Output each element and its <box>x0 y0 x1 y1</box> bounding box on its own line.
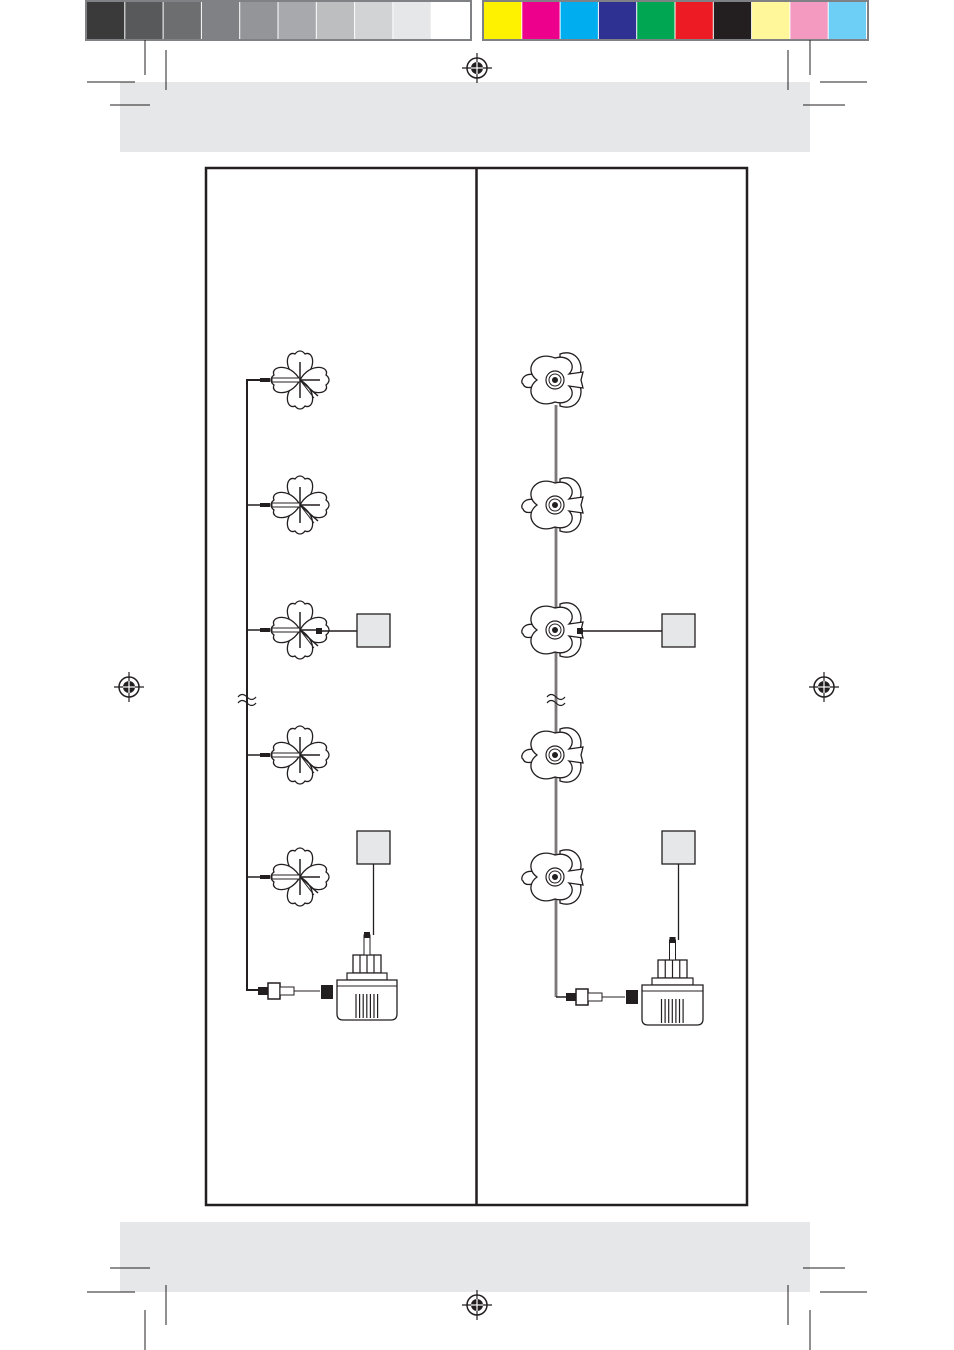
clover-light-icon <box>260 475 330 535</box>
solar-panel-box <box>661 613 696 648</box>
gray-patch <box>163 2 201 39</box>
gray-patch <box>125 2 163 39</box>
flower-light-chain-diagram <box>521 352 704 1026</box>
color-patch <box>790 2 828 39</box>
gray-patch <box>316 2 355 39</box>
gray-patch <box>240 2 278 39</box>
clover-light-icon <box>260 350 330 410</box>
color-patch <box>484 2 522 39</box>
transformer-unit <box>321 932 398 1021</box>
flower-light-icon <box>521 352 584 408</box>
header-band <box>120 82 810 152</box>
cable-break-symbol <box>546 693 566 707</box>
sensor-connector <box>577 628 583 634</box>
solar-panel-box <box>661 830 696 865</box>
clover-light-chain-diagram <box>237 350 398 1021</box>
clover-light-icon <box>260 847 330 907</box>
gray-patch <box>87 2 125 39</box>
flower-light-icon <box>521 849 584 905</box>
registration-mark <box>462 53 492 83</box>
crop-marks <box>87 40 867 1350</box>
cable-break-symbol <box>237 693 257 707</box>
transformer-unit <box>626 937 704 1026</box>
connector-plug <box>258 982 295 1000</box>
sensor-connector <box>316 628 322 634</box>
connector-plug <box>566 988 603 1006</box>
clover-light-icon <box>260 600 330 660</box>
color-patch <box>752 2 790 39</box>
gray-patch <box>355 2 393 39</box>
gray-patch <box>201 2 240 39</box>
footer-band <box>120 1222 810 1292</box>
color-bar-border <box>482 0 869 41</box>
flower-light-icon <box>521 602 584 658</box>
registration-mark <box>114 672 144 702</box>
gray-patch <box>278 2 316 39</box>
color-patch <box>560 2 598 39</box>
registration-mark <box>462 1290 492 1320</box>
main-cable <box>246 379 262 991</box>
flower-light-icon <box>521 477 584 533</box>
color-patch <box>637 2 675 39</box>
registration-mark <box>809 672 839 702</box>
gray-patch <box>431 2 469 39</box>
solar-panel-box <box>356 830 391 865</box>
flower-light-icon <box>521 727 584 783</box>
solar-panel-box <box>356 613 391 648</box>
clover-light-icon <box>260 725 330 785</box>
color-patch <box>713 2 752 39</box>
gray-bar-border <box>85 0 472 41</box>
color-patch <box>675 2 713 39</box>
color-calibration-bar <box>85 0 869 41</box>
color-patch <box>828 2 866 39</box>
gray-patch <box>393 2 431 39</box>
color-patch <box>598 2 637 39</box>
color-patch <box>522 2 560 39</box>
